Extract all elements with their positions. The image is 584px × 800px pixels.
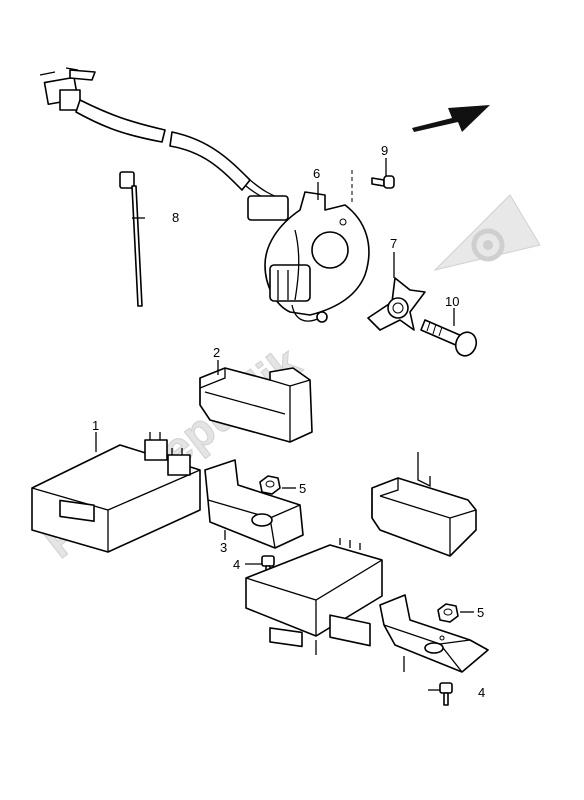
igniter-unit [31,432,201,553]
nut-5-upper [259,475,281,495]
screw-9 [371,175,395,189]
bolt-10 [420,319,478,357]
gear-icon [433,194,541,271]
bracket-lower [379,594,489,673]
label-9: 9 [381,143,388,158]
label-5-lower: 5 [477,605,484,620]
rubber-cover-2 [199,367,313,443]
signal-rotor [367,277,426,331]
label-6: 6 [313,166,320,181]
bracket-3 [204,459,304,549]
label-8: 8 [172,210,179,225]
label-3: 3 [220,540,227,555]
rubber-cover-right [371,452,477,557]
nut-5-lower [437,603,459,623]
cable-tie [119,171,143,307]
screw-4-lower [439,682,453,706]
arrow-icon [412,105,490,132]
leader-lines [95,158,474,691]
label-10: 10 [445,294,459,309]
label-4-lower: 4 [478,685,485,700]
igniter-unit-lower [245,538,383,648]
pickup-coil-assembly [39,67,370,323]
label-7: 7 [390,236,397,251]
label-2: 2 [213,345,220,360]
label-5-upper: 5 [299,481,306,496]
label-1: 1 [92,418,99,433]
callout-labels: 1 2 3 4 4 5 5 6 7 8 9 10 [92,143,485,700]
label-4-middle: 4 [233,557,240,572]
